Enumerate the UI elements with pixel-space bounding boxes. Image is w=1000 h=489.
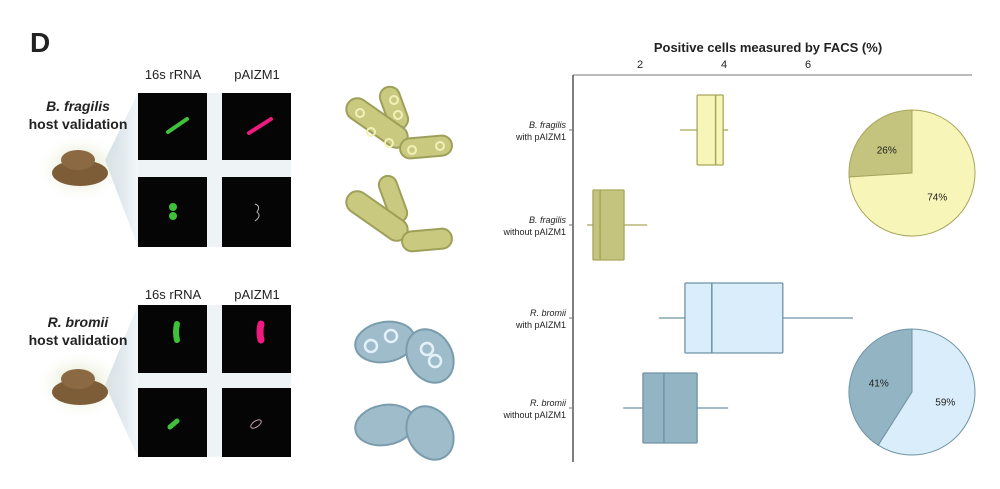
microscopy-image (222, 388, 291, 457)
row-label-condition: with pAIZM1 (515, 132, 566, 142)
stool-sample-icon (52, 369, 108, 405)
pie-slice (877, 328, 976, 456)
box (592, 189, 625, 261)
subtitle-label: host validation (29, 116, 128, 132)
bacteria-rods-icon (345, 174, 453, 253)
x-tick-label: 2 (637, 59, 643, 71)
cocci-icon (354, 403, 455, 461)
row-label-species: R. bromii (530, 398, 567, 408)
box (696, 94, 724, 166)
pie-label: 59% (935, 398, 955, 409)
column-label-16s: 16s rRNA (145, 67, 202, 82)
pie-label: 41% (869, 378, 889, 389)
x-tick-label: 6 (805, 59, 811, 71)
pie-slice (848, 109, 913, 178)
cocci-with-plasmid-icon (354, 320, 455, 384)
row-label-condition: without pAIZM1 (502, 227, 566, 237)
microscopy-image (138, 305, 207, 373)
row-label-condition: without pAIZM1 (502, 410, 566, 420)
row-label-species: B. fragilis (529, 120, 567, 130)
box (684, 282, 784, 354)
chart-title: Positive cells measured by FACS (%) (654, 40, 882, 55)
bfragilis-group: B. fragilis host validation 16s rRNA pAI… (29, 67, 453, 253)
box (642, 372, 698, 444)
row-label-species: B. fragilis (529, 215, 567, 225)
column-label-paizm1: pAIZM1 (234, 67, 280, 82)
subtitle-label: host validation (29, 332, 128, 348)
pie-slice (848, 109, 976, 237)
species-label: R. bromii (48, 314, 110, 330)
bacteria-rods-with-plasmid-icon (345, 85, 453, 160)
x-tick-label: 4 (721, 59, 727, 71)
rbromii-group: R. bromii host validation 16s rRNA pAIZM… (29, 287, 455, 461)
column-label-paizm1: pAIZM1 (234, 287, 280, 302)
species-label: B. fragilis (46, 98, 110, 114)
row-label-species: R. bromii (530, 308, 567, 318)
microscopy-image (222, 305, 291, 373)
pie-label: 74% (927, 193, 947, 204)
stool-sample-icon (52, 150, 108, 186)
panel-letter: D (30, 27, 50, 58)
pie-label: 26% (877, 145, 897, 156)
column-label-16s: 16s rRNA (145, 287, 202, 302)
row-label-condition: with pAIZM1 (515, 320, 566, 330)
microscopy-image (138, 177, 207, 247)
